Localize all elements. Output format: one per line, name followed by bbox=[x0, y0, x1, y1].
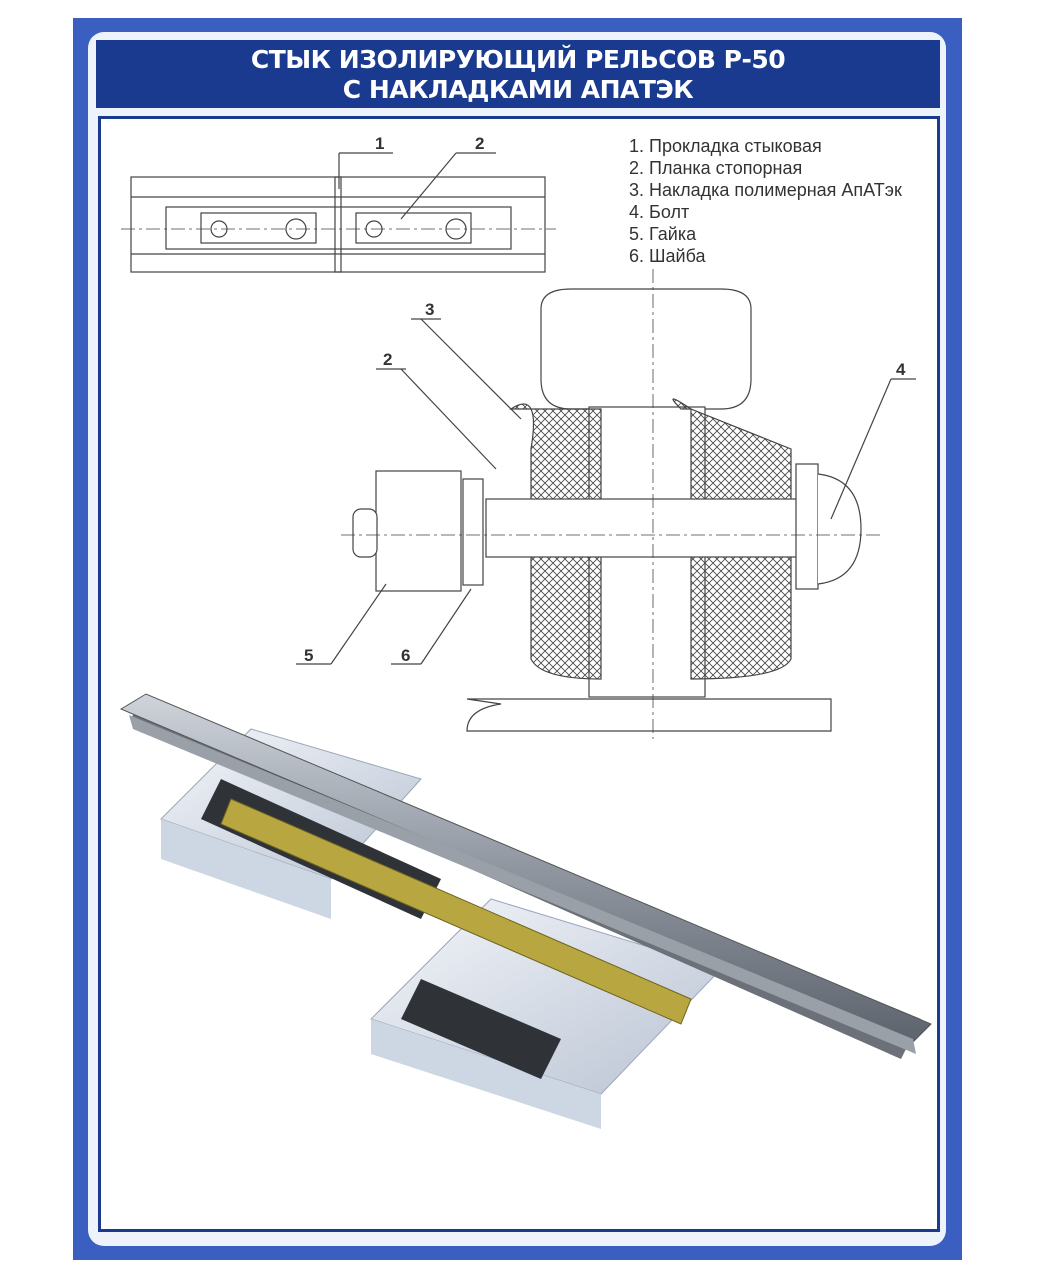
title-line-2: С НАКЛАДКАМИ АПАТЭК bbox=[342, 75, 694, 104]
title-line-1: СТЫК ИЗОЛИРУЮЩИЙ РЕЛЬСОВ Р-50 bbox=[250, 45, 786, 74]
legend-item: 3. Накладка полимерная АпАТэк bbox=[629, 180, 902, 200]
callout-2-top: 2 bbox=[475, 134, 484, 153]
callout-4: 4 bbox=[896, 360, 906, 379]
technical-drawings: 1 2 3 2 4 5 6 bbox=[119, 134, 932, 1129]
parts-legend: 1. Прокладка стыковая 2. Планка стопорна… bbox=[629, 135, 902, 267]
cross-section-drawing bbox=[296, 269, 916, 739]
rail-joint-illustration bbox=[119, 693, 932, 1129]
legend-item: 4. Болт bbox=[629, 202, 690, 222]
callout-5: 5 bbox=[304, 646, 313, 665]
callout-6: 6 bbox=[401, 646, 410, 665]
legend-item: 6. Шайба bbox=[629, 246, 706, 266]
legend-item: 2. Планка стопорная bbox=[629, 158, 803, 178]
top-view-drawing bbox=[121, 152, 556, 273]
legend-item: 1. Прокладка стыковая bbox=[629, 136, 822, 156]
callout-3: 3 bbox=[425, 300, 434, 319]
poster-title: СТЫК ИЗОЛИРУЮЩИЙ РЕЛЬСОВ Р-50 С НАКЛАДКА… bbox=[96, 40, 940, 108]
callout-1: 1 bbox=[375, 134, 384, 153]
legend-item: 5. Гайка bbox=[629, 224, 697, 244]
drawing-area: 1 2 3 2 4 5 6 bbox=[98, 116, 940, 1232]
callout-2: 2 bbox=[383, 350, 392, 369]
